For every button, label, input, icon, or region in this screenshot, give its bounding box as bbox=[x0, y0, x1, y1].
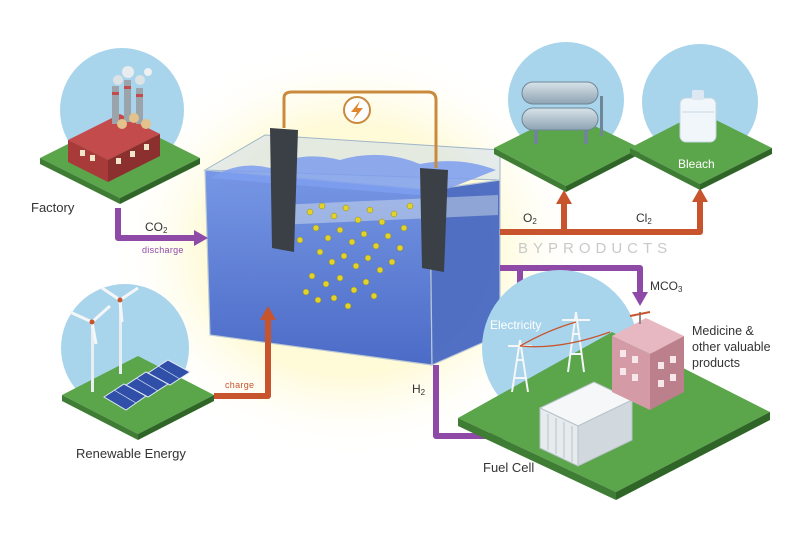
gas-tank-icon bbox=[521, 81, 603, 144]
discharge-label: discharge bbox=[142, 245, 184, 255]
electricity-label: Electricity bbox=[490, 318, 542, 332]
cl2-label: Cl2 bbox=[636, 211, 652, 226]
fuel-cell-icon bbox=[538, 381, 634, 467]
ion-particles bbox=[296, 202, 414, 310]
medicine-building-icon bbox=[612, 311, 684, 410]
right-electrode bbox=[420, 168, 448, 272]
cl2-arrowhead bbox=[692, 188, 708, 202]
bleach-scene bbox=[630, 44, 772, 190]
mco3-label: MCO3 bbox=[650, 279, 683, 294]
renewable-energy-label: Renewable Energy bbox=[76, 446, 186, 461]
medicine-label: Medicine & other valuable products bbox=[692, 324, 771, 370]
byproducts-purple-line bbox=[500, 265, 643, 292]
h2-label: H2 bbox=[412, 382, 426, 397]
bleach-label: Bleach bbox=[678, 157, 715, 171]
solar-panel-icon bbox=[103, 359, 191, 411]
factory-icon bbox=[68, 66, 160, 182]
gas-tank-scene bbox=[494, 42, 640, 192]
products-scene bbox=[458, 270, 770, 500]
o2-arrowhead bbox=[556, 190, 572, 204]
mco3-arrowhead bbox=[632, 292, 648, 306]
charge-label: charge bbox=[225, 380, 255, 390]
power-tower-icon bbox=[508, 311, 590, 393]
fuel-cell-label: Fuel Cell bbox=[483, 460, 535, 475]
factory-scene bbox=[40, 48, 200, 204]
co2-label: CO2 bbox=[145, 220, 168, 235]
o2-label: O2 bbox=[523, 211, 537, 226]
battery-tank-icon bbox=[203, 90, 501, 366]
wind-turbine-icon bbox=[69, 286, 139, 392]
renewable-scene bbox=[61, 284, 214, 440]
bleach-bottle-icon bbox=[679, 90, 717, 143]
circuit-wire bbox=[282, 90, 438, 168]
factory-label: Factory bbox=[31, 200, 75, 215]
co2-discharge-arrow bbox=[115, 208, 196, 241]
charge-arrow bbox=[214, 318, 271, 399]
byproducts-label: BYPRODUCTS bbox=[518, 240, 673, 257]
left-electrode bbox=[270, 128, 298, 252]
